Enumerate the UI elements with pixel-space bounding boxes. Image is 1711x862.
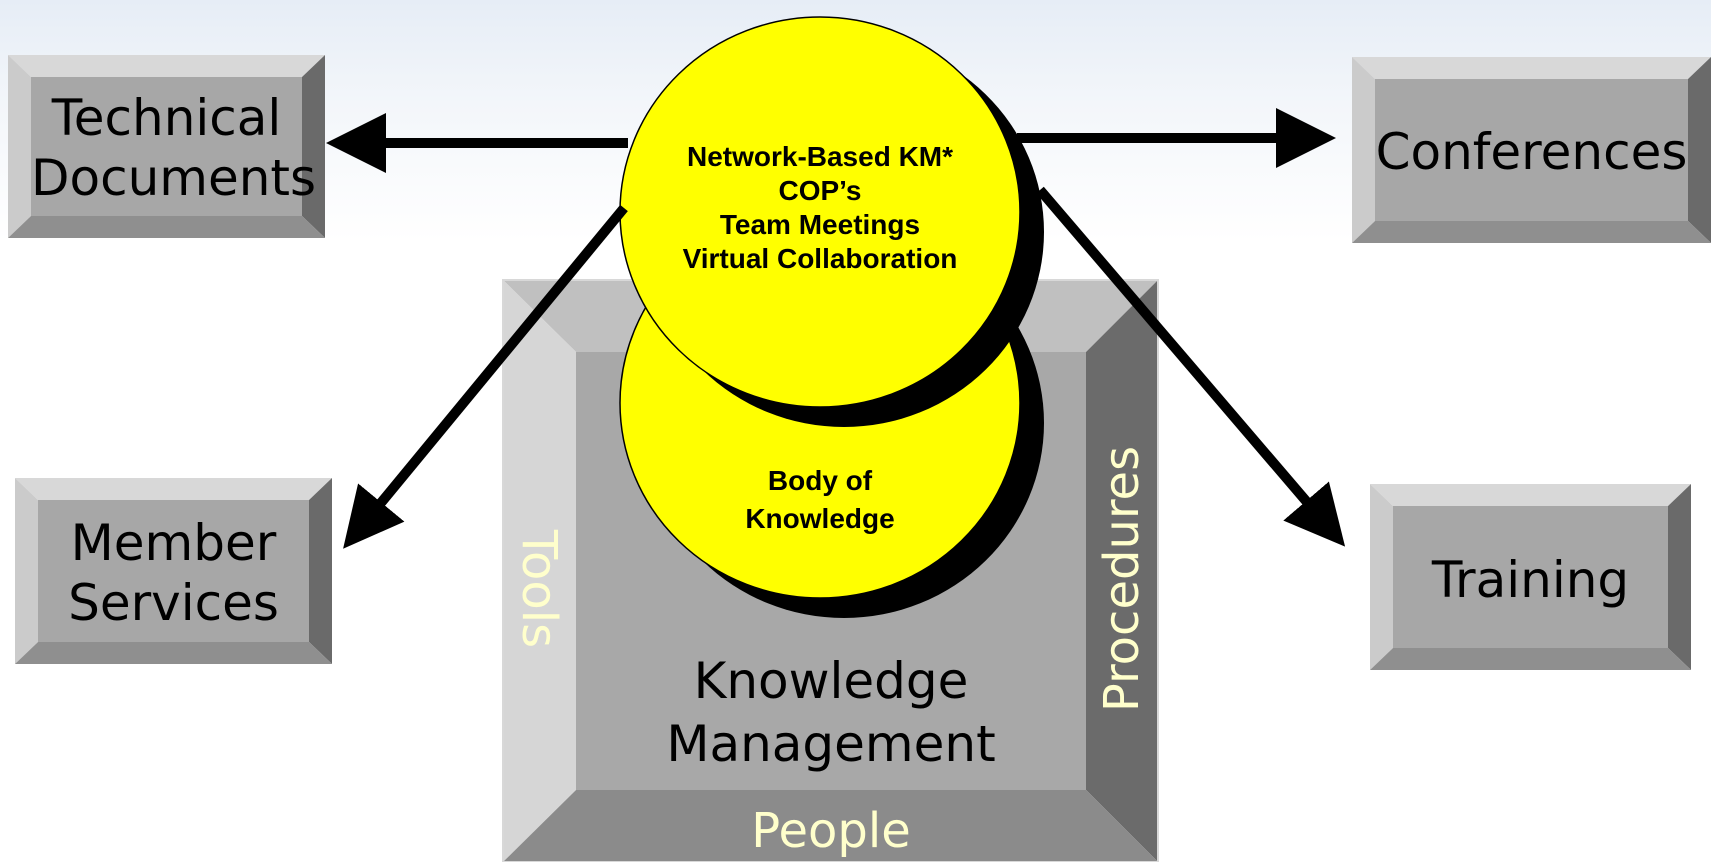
knowledge-management-line-2: Management <box>666 715 996 773</box>
member-services-box <box>15 478 332 664</box>
arrow-to-training <box>1036 186 1346 547</box>
body-of-knowledge-line-1: Body of <box>767 465 873 496</box>
network-km-line-4: Virtual Collaboration <box>682 243 958 274</box>
network-km-line-3: Team Meetings <box>719 209 921 240</box>
network-km-line-2: COP’s <box>778 175 862 206</box>
conferences-box <box>1352 57 1711 243</box>
technical-documents-line-1: Technical <box>51 89 282 147</box>
member-services-line-1: Member <box>70 514 277 572</box>
people-label: People <box>751 803 911 859</box>
arrow-to-member-services <box>343 204 628 549</box>
knowledge-management-label: Knowledge Management <box>576 650 1086 776</box>
conferences-line-1: Conferences <box>1375 123 1688 181</box>
training-box <box>1370 484 1691 670</box>
training-line-1: Training <box>1431 551 1630 609</box>
body-of-knowledge-label: Body of Knowledge <box>620 462 1020 538</box>
network-km-line-1: Network-Based KM* <box>686 141 954 172</box>
member-services-label: Member Services <box>38 513 309 633</box>
training-label: Training <box>1393 550 1668 610</box>
procedures-label: Procedures <box>1094 445 1150 713</box>
body-of-knowledge-line-2: Knowledge <box>745 503 895 534</box>
knowledge-management-line-1: Knowledge <box>693 652 969 710</box>
tools-label: Tools <box>511 529 567 649</box>
technical-documents-label: Technical Documents <box>31 88 317 208</box>
network-km-label: Network-Based KM* COP’s Team Meetings Vi… <box>620 140 1020 276</box>
member-services-line-2: Services <box>68 574 279 632</box>
technical-documents-box <box>8 55 325 238</box>
conferences-label: Conferences <box>1375 122 1688 182</box>
technical-documents-line-2: Documents <box>31 149 317 207</box>
